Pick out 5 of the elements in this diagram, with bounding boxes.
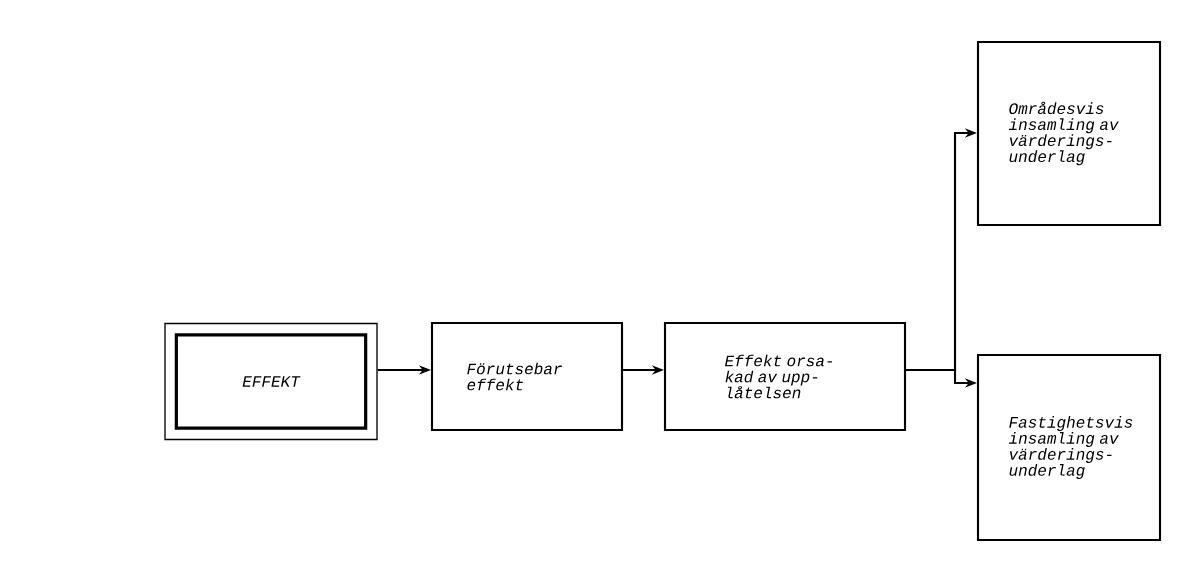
double-border-box: EFFEKT [164,322,378,441]
process-box: Områdesvis insamling av värderings- underlag [976,40,1162,227]
process-box: Effekt orsa- kad av upp- låtelsen [663,321,907,432]
process-box: Förutsebar effekt [430,321,624,432]
process-box: Fastighetsvis insamling av värderings- underlag [976,353,1162,542]
